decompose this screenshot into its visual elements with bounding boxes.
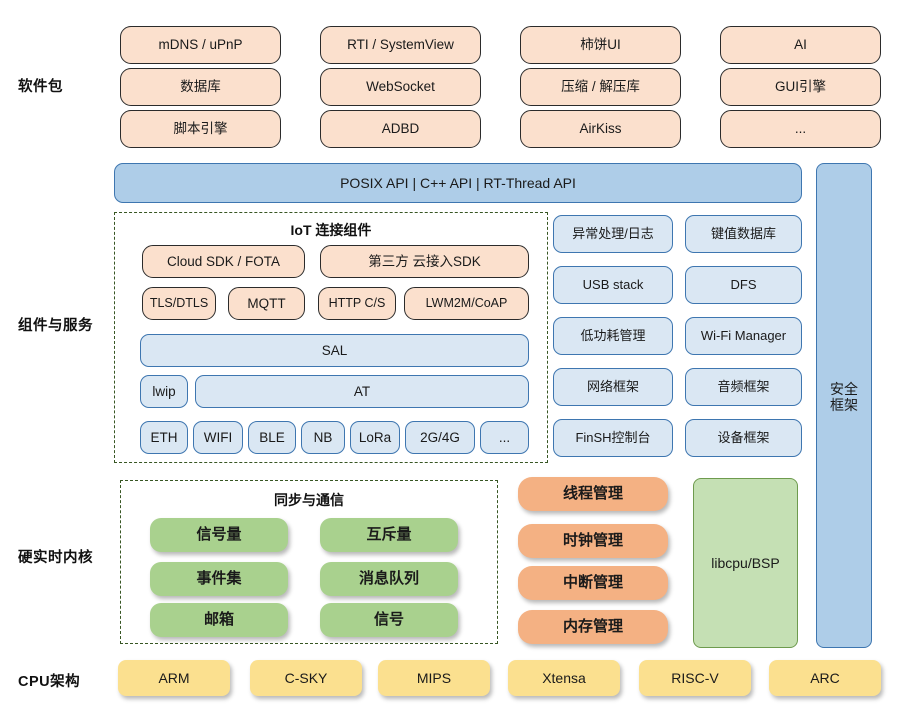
kernel-mgmt-box[interactable]: 内存管理 [518, 610, 668, 644]
security-framework-box[interactable]: 安全 框架 [816, 163, 872, 648]
component-box[interactable]: 设备框架 [685, 419, 802, 457]
iot-at-box[interactable]: AT [195, 375, 529, 408]
package-box[interactable]: 脚本引擎 [120, 110, 281, 148]
iot-group-title: IoT 连接组件 [290, 222, 372, 238]
section-label-components-services: 组件与服务 [18, 318, 93, 334]
iot-link-box[interactable]: NB [301, 421, 345, 454]
libcpu-bsp-box[interactable]: libcpu/BSP [693, 478, 798, 648]
iot-link-box[interactable]: BLE [248, 421, 296, 454]
iot-lwip-box[interactable]: lwip [140, 375, 188, 408]
api-bar: POSIX API | C++ API | RT-Thread API [114, 163, 802, 203]
component-box[interactable]: USB stack [553, 266, 673, 304]
component-box[interactable]: FinSH控制台 [553, 419, 673, 457]
iot-link-box[interactable]: 2G/4G [405, 421, 475, 454]
package-box[interactable]: AI [720, 26, 881, 64]
iot-link-box[interactable]: ... [480, 421, 529, 454]
sync-comm-group-frame [120, 480, 498, 644]
section-label-kernel: 硬实时内核 [18, 550, 93, 566]
sync-box[interactable]: 信号量 [150, 518, 288, 552]
package-box[interactable]: RTI / SystemView [320, 26, 481, 64]
cpu-arch-box[interactable]: ARC [769, 660, 881, 696]
cpu-arch-box[interactable]: ARM [118, 660, 230, 696]
sync-box[interactable]: 事件集 [150, 562, 288, 596]
iot-link-box[interactable]: ETH [140, 421, 188, 454]
package-box[interactable]: AirKiss [520, 110, 681, 148]
sync-box[interactable]: 信号 [320, 603, 458, 637]
component-box[interactable]: Wi-Fi Manager [685, 317, 802, 355]
package-box[interactable]: ... [720, 110, 881, 148]
component-box[interactable]: 低功耗管理 [553, 317, 673, 355]
kernel-mgmt-box[interactable]: 时钟管理 [518, 524, 668, 558]
cpu-arch-box[interactable]: Xtensa [508, 660, 620, 696]
package-box[interactable]: 数据库 [120, 68, 281, 106]
package-box[interactable]: WebSocket [320, 68, 481, 106]
package-box[interactable]: ADBD [320, 110, 481, 148]
iot-protocol-box[interactable]: TLS/DTLS [142, 287, 216, 320]
section-label-cpu: CPU架构 [18, 674, 81, 690]
iot-link-box[interactable]: WIFI [193, 421, 243, 454]
component-box[interactable]: 键值数据库 [685, 215, 802, 253]
kernel-mgmt-box[interactable]: 中断管理 [518, 566, 668, 600]
iot-sal-box[interactable]: SAL [140, 334, 529, 367]
sync-box[interactable]: 消息队列 [320, 562, 458, 596]
security-framework-line2: 框架 [830, 396, 858, 413]
kernel-mgmt-box[interactable]: 线程管理 [518, 477, 668, 511]
iot-link-box[interactable]: LoRa [350, 421, 400, 454]
component-box[interactable]: 音频框架 [685, 368, 802, 406]
section-label-software-packages: 软件包 [18, 79, 63, 95]
iot-protocol-box[interactable]: HTTP C/S [318, 287, 396, 320]
security-framework-line1: 安全 [830, 380, 858, 397]
package-box[interactable]: mDNS / uPnP [120, 26, 281, 64]
cpu-arch-box[interactable]: C-SKY [250, 660, 362, 696]
package-box[interactable]: GUI引擎 [720, 68, 881, 106]
component-box[interactable]: 网络框架 [553, 368, 673, 406]
iot-sdk-box[interactable]: 第三方 云接入SDK [320, 245, 529, 278]
iot-protocol-box[interactable]: LWM2M/CoAP [404, 287, 529, 320]
cpu-arch-box[interactable]: MIPS [378, 660, 490, 696]
sync-box[interactable]: 互斥量 [320, 518, 458, 552]
component-box[interactable]: DFS [685, 266, 802, 304]
iot-group-frame [114, 212, 548, 463]
sync-box[interactable]: 邮箱 [150, 603, 288, 637]
package-box[interactable]: 压缩 / 解压库 [520, 68, 681, 106]
component-box[interactable]: 异常处理/日志 [553, 215, 673, 253]
iot-protocol-box[interactable]: MQTT [228, 287, 305, 320]
iot-sdk-box[interactable]: Cloud SDK / FOTA [142, 245, 305, 278]
cpu-arch-box[interactable]: RISC-V [639, 660, 751, 696]
package-box[interactable]: 柿饼UI [520, 26, 681, 64]
sync-comm-group-title: 同步与通信 [274, 492, 344, 508]
